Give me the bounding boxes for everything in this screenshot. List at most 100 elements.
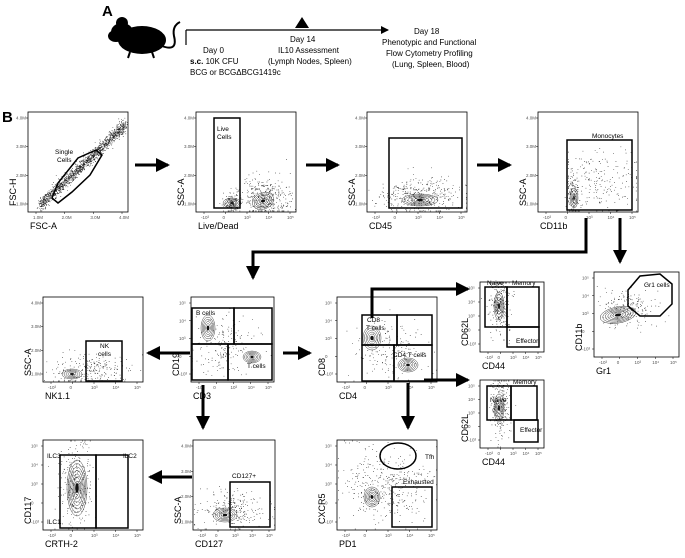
events <box>194 479 275 530</box>
density-core <box>498 303 500 309</box>
y-tick-label: 10³ <box>325 336 332 341</box>
gating-arrows <box>135 158 627 484</box>
x-tick-label: 10⁵ <box>265 385 272 390</box>
gate-t-cells <box>227 343 273 381</box>
density-contour <box>248 354 256 360</box>
density-contour <box>71 473 83 503</box>
density-contour <box>247 353 257 361</box>
day18-line2: Flow Cytometry Profiling <box>386 49 473 58</box>
density-contour <box>369 493 375 501</box>
density-contour <box>495 399 503 417</box>
arrow-cd8-to-memory <box>370 282 470 318</box>
x-axis-label: CD45 <box>369 221 392 231</box>
y-tick-label: 10⁴ <box>468 300 475 305</box>
density-contour <box>494 294 504 318</box>
y-axis-label: CXCR5 <box>317 493 327 524</box>
density-contour <box>365 329 379 347</box>
gate-label-nk-cells: cells <box>98 351 112 358</box>
density-contour <box>205 323 211 333</box>
x-tick-label: 0 <box>223 215 226 220</box>
y-axis-label: CD8 <box>317 358 327 376</box>
x-tick-label: 4.0M <box>119 215 129 220</box>
y-tick-label: 3.0M <box>181 469 191 474</box>
y-tick-label: -10³ <box>325 520 334 525</box>
gate-cd127-pos <box>229 481 271 528</box>
x-tick-label: 10³ <box>415 215 422 220</box>
density-contour <box>494 396 504 420</box>
y-tick-label: 1.0M <box>184 202 194 207</box>
density-core <box>573 196 575 200</box>
mouse-icon <box>108 17 181 59</box>
density-contour <box>404 194 436 206</box>
gate-single-cells <box>51 149 103 204</box>
density-contour <box>218 511 232 519</box>
density-contour <box>570 190 578 206</box>
density-contour <box>70 470 84 506</box>
y-tick-label: 10³ <box>468 411 475 416</box>
x-tick-label: 1.0M <box>33 215 43 220</box>
x-tick-label: 10⁴ <box>608 215 615 220</box>
day14-label: Day 14 <box>290 35 316 44</box>
y-tick-label: 1.0M <box>526 202 536 207</box>
x-tick-label: 10⁴ <box>523 451 530 456</box>
density-contour <box>363 486 381 508</box>
y-tick-label: -10³ <box>468 342 477 347</box>
gate-cd8-effector <box>506 326 540 348</box>
x-tick-label: 10⁴ <box>652 360 659 365</box>
y-axis-label: CD11b <box>574 324 584 351</box>
density-contour <box>69 466 85 510</box>
x-tick-label: 10³ <box>510 355 517 360</box>
y-tick-label: 2.0M <box>526 173 536 178</box>
x-tick-label: 10³ <box>91 533 98 538</box>
gate-label-cd4: CD4 T cells <box>393 352 427 359</box>
x-tick-label: 10³ <box>244 215 251 220</box>
x-tick-label: -10³ <box>342 385 351 390</box>
gate-label-live: Live <box>217 126 229 133</box>
density-contour <box>257 196 269 206</box>
gate-label-t-cells: T cells <box>247 363 266 370</box>
gate-label-cd8-t: T cells <box>366 325 385 332</box>
gate-label-cd8-memory: Memory <box>512 280 536 287</box>
x-axis-label: CD44 <box>482 457 505 467</box>
density-core <box>498 405 500 411</box>
x-tick-label: 10⁵ <box>670 360 677 365</box>
y-tick-label: 10³ <box>582 311 589 316</box>
gate-label-monocytes: Monocytes <box>592 133 624 140</box>
x-tick-label: 10⁵ <box>134 533 141 538</box>
gate-label-cd4-effector: Effector <box>520 427 543 434</box>
y-axis-label: SSC-A <box>23 348 33 376</box>
x-tick-label: -10³ <box>48 533 57 538</box>
plot-frame <box>336 296 438 383</box>
y-tick-label: 10⁴ <box>582 293 589 298</box>
x-axis-label: Gr1 <box>596 366 611 376</box>
density-contour <box>399 358 417 372</box>
x-axis-label: Live/Dead <box>198 221 239 231</box>
x-tick-label: -10³ <box>485 451 494 456</box>
y-tick-label: 0 <box>325 354 328 359</box>
y-tick-label: -10³ <box>325 372 334 377</box>
y-tick-label: 10⁴ <box>325 463 332 468</box>
density-contour <box>401 360 415 370</box>
x-tick-label: 0 <box>565 215 568 220</box>
y-tick-label: 4.0M <box>526 116 536 121</box>
density-contour <box>66 459 88 517</box>
x-tick-label: 0 <box>364 385 367 390</box>
density-contour <box>493 393 505 423</box>
x-tick-label: -10³ <box>48 385 57 390</box>
density-contour <box>497 404 501 412</box>
x-axis-label: CD44 <box>482 361 505 371</box>
density-contour <box>572 195 576 201</box>
y-tick-label: 10⁵ <box>325 444 332 449</box>
x-tick-label: 10⁵ <box>629 215 636 220</box>
events <box>338 440 437 530</box>
density-contour <box>495 297 503 315</box>
density-contour <box>204 321 212 335</box>
gate-label-tfh: Tfh <box>425 454 435 461</box>
plot-frame <box>336 439 438 531</box>
density-contour <box>367 331 377 345</box>
x-tick-label: 10³ <box>385 533 392 538</box>
gate-cd4-effector <box>513 419 539 443</box>
